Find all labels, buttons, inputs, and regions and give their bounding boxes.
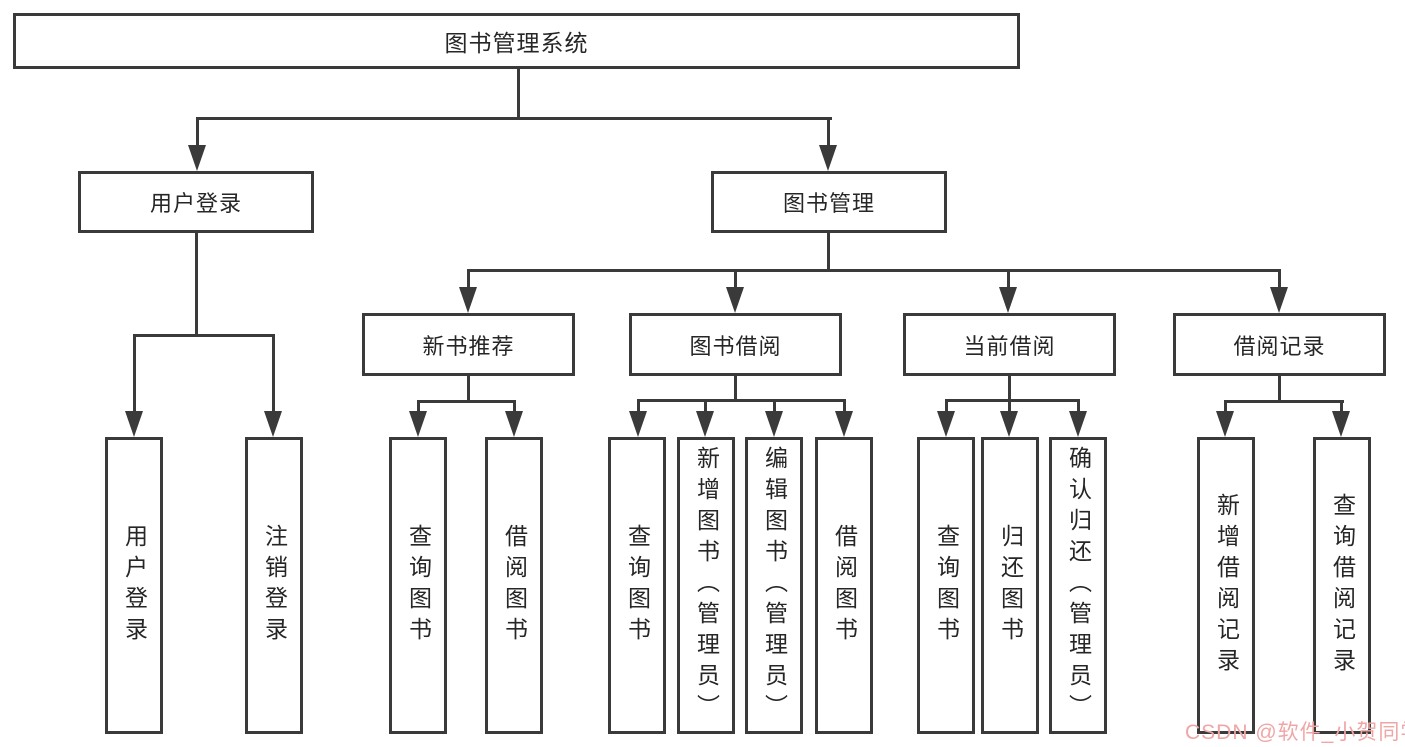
connector-line (637, 399, 846, 402)
arrow-down-icon (1069, 411, 1087, 437)
connector-line (1224, 400, 1227, 413)
node-root-system: 图书管理系统 (13, 13, 1020, 69)
node-borrow-record: 借阅记录 (1173, 313, 1386, 376)
connector-line (1340, 400, 1343, 413)
arrow-down-icon (1332, 411, 1350, 437)
connector-line (1008, 376, 1011, 402)
node-label: 图书借阅 (689, 333, 782, 359)
leaf-label: 注销登录 (261, 523, 288, 648)
connector-line (1077, 399, 1080, 413)
arrow-down-icon (835, 411, 853, 437)
arrow-down-icon (999, 287, 1017, 313)
leaf-label: 借阅图书 (831, 523, 858, 648)
leaf-user-login: 用户登录 (105, 437, 163, 734)
leaf-label: 查询图书 (933, 523, 960, 648)
arrow-down-icon (765, 411, 783, 437)
leaf-label: 借阅图书 (501, 523, 528, 648)
arrow-down-icon (726, 287, 744, 313)
connector-line (827, 233, 830, 272)
connector-line (467, 269, 1281, 272)
connector-line (637, 399, 640, 413)
node-new-book-recommend: 新书推荐 (362, 313, 575, 376)
connector-line (945, 399, 1080, 402)
leaf-confirm-return-admin: 确认归还（管理员） (1049, 437, 1107, 734)
leaf-query-borrow-record: 查询借阅记录 (1313, 437, 1371, 734)
connector-line (1007, 269, 1010, 291)
arrow-down-icon (459, 287, 477, 313)
node-label: 图书管理 (782, 191, 875, 216)
node-label: 借阅记录 (1233, 333, 1326, 359)
connector-line (1008, 399, 1011, 413)
connector-line (517, 69, 520, 120)
leaf-label: 查询图书 (624, 523, 651, 648)
leaf-query-book-2: 查询图书 (608, 437, 666, 734)
leaf-query-book-1: 查询图书 (389, 437, 447, 734)
connector-line (196, 117, 199, 150)
connector-line (843, 399, 846, 413)
leaf-label: 归还图书 (997, 523, 1024, 648)
connector-line (1278, 269, 1281, 291)
connector-line (734, 376, 737, 402)
arrow-down-icon (1270, 287, 1288, 313)
arrow-down-icon (188, 145, 206, 171)
arrow-down-icon (1216, 411, 1234, 437)
connector-line (513, 400, 516, 413)
leaf-label: 编辑图书（管理员） (761, 446, 788, 725)
connector-line (704, 399, 707, 413)
leaf-query-book-3: 查询图书 (917, 437, 975, 734)
leaf-label: 新增图书（管理员） (693, 446, 720, 725)
connector-line (945, 399, 948, 413)
leaf-add-borrow-record: 新增借阅记录 (1197, 437, 1255, 734)
arrow-down-icon (409, 411, 427, 437)
connector-line (773, 399, 776, 413)
connector-line (417, 400, 420, 413)
leaf-logout: 注销登录 (245, 437, 303, 734)
leaf-return-book: 归还图书 (981, 437, 1039, 734)
arrow-down-icon (819, 145, 837, 171)
node-book-borrow: 图书借阅 (629, 313, 842, 376)
connector-line (195, 233, 198, 337)
leaf-borrow-book-2: 借阅图书 (815, 437, 873, 734)
arrow-down-icon (937, 411, 955, 437)
leaf-label: 查询图书 (405, 523, 432, 648)
connector-line (133, 334, 136, 413)
connector-line (467, 376, 470, 403)
node-label: 图书管理系统 (444, 30, 589, 56)
connector-line (417, 400, 516, 403)
connector-line (734, 269, 737, 291)
arrow-down-icon (629, 411, 647, 437)
node-label: 当前借阅 (963, 333, 1056, 359)
arrow-down-icon (264, 411, 282, 437)
connector-line (1224, 400, 1344, 403)
csdn-watermark: CSDN @软件_小贺同学 (1185, 721, 1405, 744)
leaf-label: 用户登录 (121, 523, 148, 648)
leaf-label: 确认归还（管理员） (1065, 446, 1092, 725)
connector-line (467, 269, 470, 291)
arrow-down-icon (696, 411, 714, 437)
connector-line (272, 334, 275, 413)
leaf-add-book-admin: 新增图书（管理员） (677, 437, 735, 734)
leaf-edit-book-admin: 编辑图书（管理员） (745, 437, 803, 734)
arrow-down-icon (1000, 411, 1018, 437)
node-label: 新书推荐 (422, 333, 515, 359)
connector-line (196, 117, 832, 120)
node-current-borrow: 当前借阅 (903, 313, 1116, 376)
leaf-label: 查询借阅记录 (1329, 492, 1356, 679)
connector-line (133, 334, 275, 337)
leaf-label: 新增借阅记录 (1213, 492, 1240, 679)
node-user-login: 用户登录 (78, 171, 314, 233)
leaf-borrow-book-1: 借阅图书 (485, 437, 543, 734)
connector-line (1278, 376, 1281, 403)
arrow-down-icon (505, 411, 523, 437)
node-book-management: 图书管理 (711, 171, 947, 233)
arrow-down-icon (125, 411, 143, 437)
connector-line (827, 117, 830, 150)
node-label: 用户登录 (149, 191, 242, 216)
